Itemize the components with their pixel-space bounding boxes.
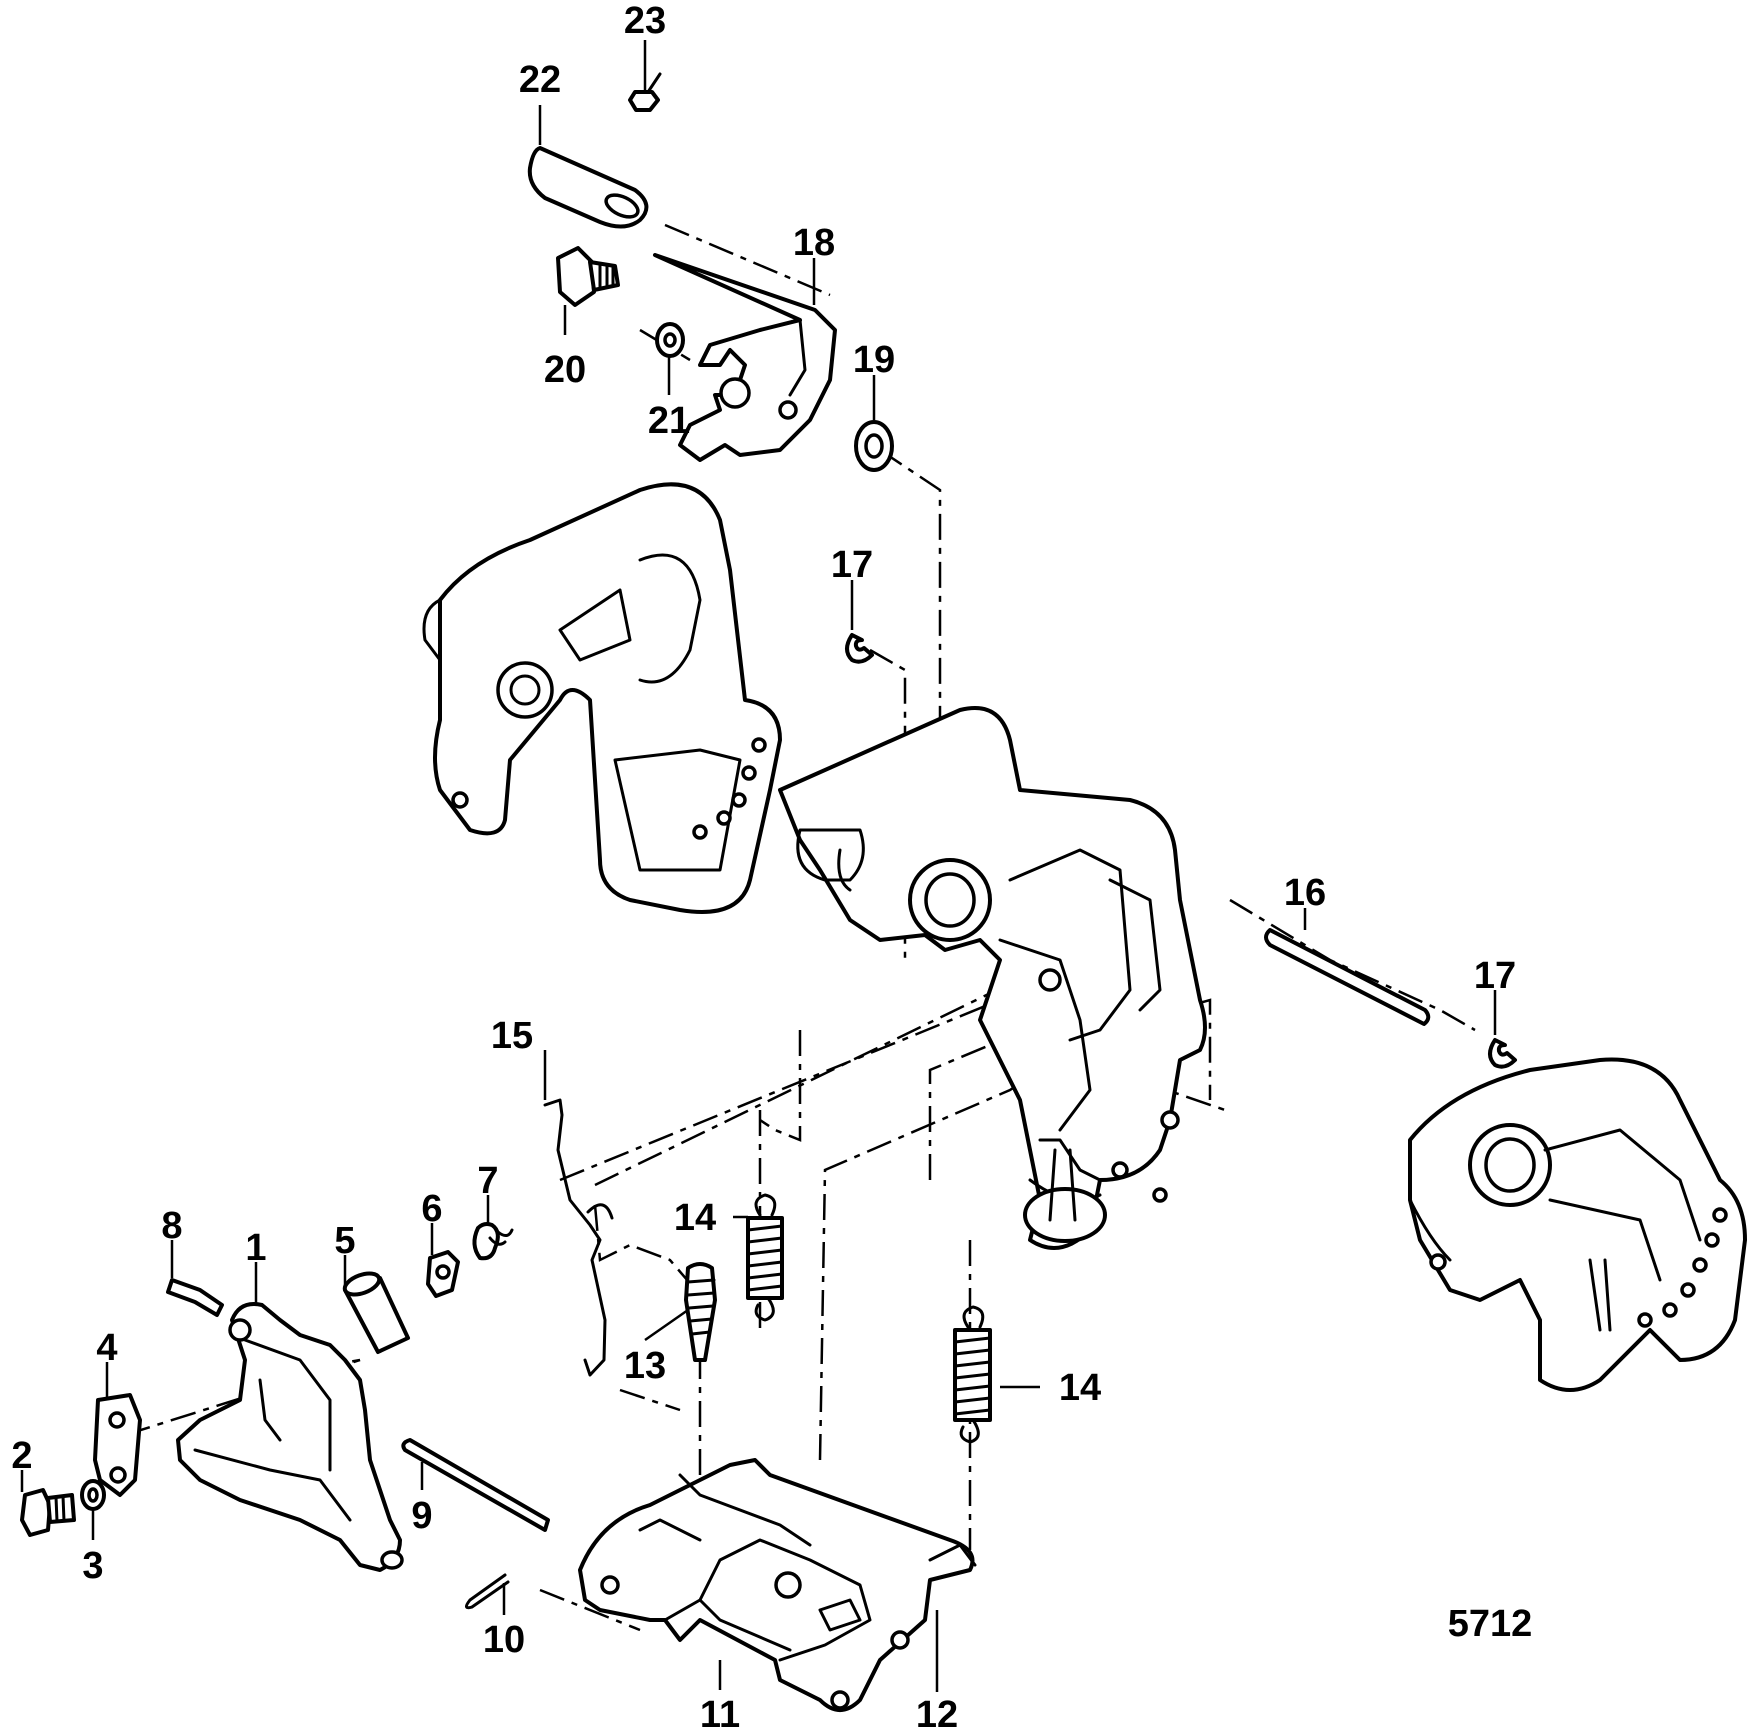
part-22-sleeve xyxy=(527,146,649,229)
figure-number: 5712 xyxy=(1448,1603,1533,1645)
swivel-bracket xyxy=(778,706,1207,1250)
callout-20: 20 xyxy=(544,349,586,391)
callout-14-upper: 14 xyxy=(674,1197,716,1239)
callout-12: 12 xyxy=(916,1694,958,1730)
callout-8: 8 xyxy=(161,1205,182,1247)
part-7-coil-spring xyxy=(472,1222,514,1261)
callout-17-upper: 17 xyxy=(831,544,873,586)
callout-16: 16 xyxy=(1284,872,1326,914)
callout-5: 5 xyxy=(334,1220,355,1262)
callout-6: 6 xyxy=(421,1188,442,1230)
callout-labels: 1 2 3 4 5 6 7 8 9 10 11 12 13 14 14 15 1… xyxy=(11,0,1516,1730)
part-6-fitting xyxy=(426,1250,460,1298)
callout-7: 7 xyxy=(477,1160,498,1202)
callout-11: 11 xyxy=(700,1694,740,1730)
callout-13: 13 xyxy=(624,1345,666,1387)
part-17-clip-upper xyxy=(845,633,874,664)
part-14-spring-lower xyxy=(953,1305,992,1444)
part-21-washer xyxy=(655,322,685,358)
part-11-tilt-lock-bracket xyxy=(578,1458,977,1712)
part-8-pin xyxy=(166,1278,224,1317)
callout-2: 2 xyxy=(11,1435,32,1477)
part-23-screw xyxy=(628,72,662,112)
right-clamp-bracket xyxy=(1408,1057,1747,1392)
callout-4: 4 xyxy=(96,1327,117,1369)
part-1-tilt-lever xyxy=(176,1302,404,1572)
part-14-spring-upper xyxy=(746,1193,784,1322)
callout-22: 22 xyxy=(519,59,561,101)
part-19-bushing xyxy=(854,420,894,472)
part-13-spring-plunger xyxy=(684,1262,717,1362)
part-4-lock-plate xyxy=(93,1393,142,1497)
callout-23: 23 xyxy=(624,0,666,42)
part-9-long-pin xyxy=(401,1438,550,1532)
left-clamp-bracket xyxy=(422,482,782,914)
part-5-sleeve xyxy=(342,1271,410,1354)
callout-18: 18 xyxy=(793,222,835,264)
part-3-washer xyxy=(80,1479,106,1511)
leader-lines xyxy=(20,40,1497,1692)
callout-1: 1 xyxy=(245,1227,266,1269)
part-17-clip-right xyxy=(1488,1038,1517,1069)
callout-9: 9 xyxy=(411,1495,432,1537)
callout-10: 10 xyxy=(483,1619,525,1661)
callout-15: 15 xyxy=(491,1015,533,1057)
callout-19: 19 xyxy=(853,339,895,381)
part-2-screw xyxy=(20,1488,76,1537)
part-10-cotter-pin xyxy=(465,1573,510,1610)
part-20-bolt xyxy=(556,246,620,307)
callout-21: 21 xyxy=(648,400,690,442)
part-18-lever-bracket xyxy=(653,253,837,462)
part-16-pin xyxy=(1264,928,1431,1026)
callout-14-lower: 14 xyxy=(1059,1367,1101,1409)
callout-3: 3 xyxy=(82,1545,103,1587)
part-15-wire-link xyxy=(543,1098,614,1377)
callout-17-right: 17 xyxy=(1474,955,1516,997)
